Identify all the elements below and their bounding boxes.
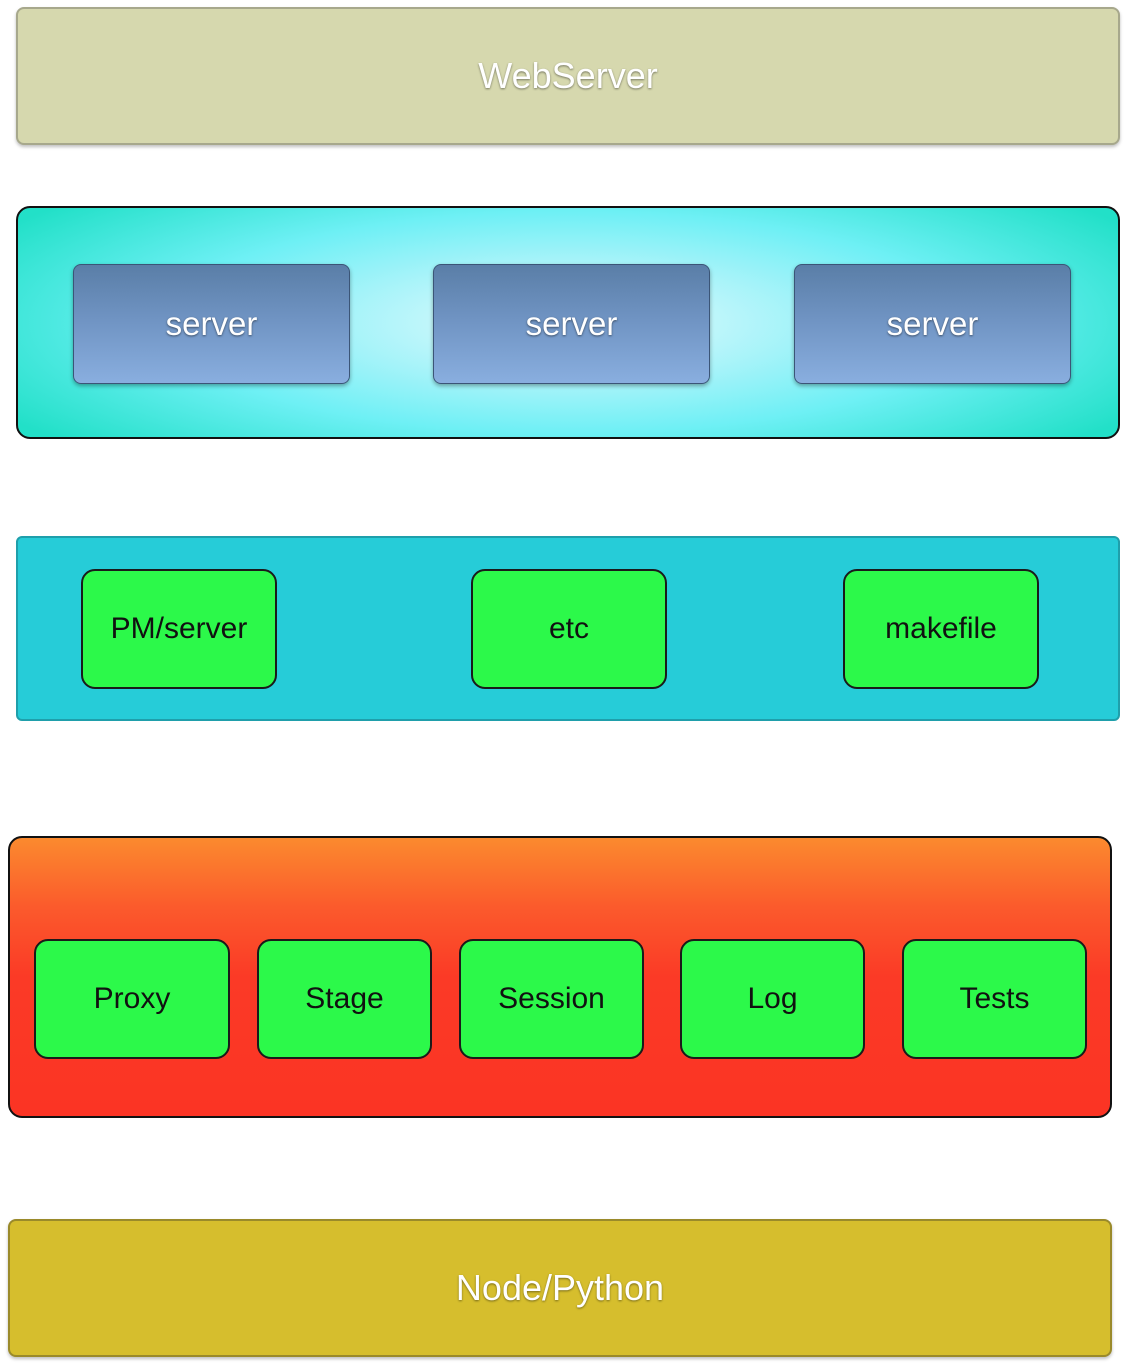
tool-box-label: etc [548, 612, 590, 645]
tool-box-etc: etc [471, 569, 667, 689]
module-box-label: Session [498, 982, 605, 1015]
module-box-label: Log [747, 982, 798, 1015]
server-box-label: server [525, 305, 618, 342]
modules-layer: Proxy Stage Session Log Tests [8, 836, 1112, 1118]
server-box-label: server [165, 305, 258, 342]
module-box-proxy: Proxy [34, 939, 230, 1059]
server-box: server [794, 264, 1071, 384]
runtime-layer: Node/Python [8, 1219, 1112, 1357]
tools-layer: PM/server etc makefile [16, 536, 1120, 721]
webserver-layer: WebServer [16, 7, 1120, 145]
tool-box-label: PM/server [110, 612, 248, 645]
server-box-label: server [886, 305, 979, 342]
tool-box-label: makefile [885, 612, 997, 645]
module-box-label: Proxy [93, 982, 171, 1015]
module-box-log: Log [680, 939, 865, 1059]
server-box: server [73, 264, 350, 384]
module-box-label: Stage [305, 982, 384, 1015]
servers-layer: server server server [16, 206, 1120, 439]
tool-box-pm-server: PM/server [81, 569, 277, 689]
tool-box-makefile: makefile [843, 569, 1039, 689]
module-box-stage: Stage [257, 939, 432, 1059]
server-box: server [433, 264, 710, 384]
runtime-label: Node/Python [455, 1267, 665, 1308]
module-box-label: Tests [959, 982, 1030, 1015]
webserver-label: WebServer [478, 55, 658, 96]
module-box-tests: Tests [902, 939, 1087, 1059]
module-box-session: Session [459, 939, 644, 1059]
